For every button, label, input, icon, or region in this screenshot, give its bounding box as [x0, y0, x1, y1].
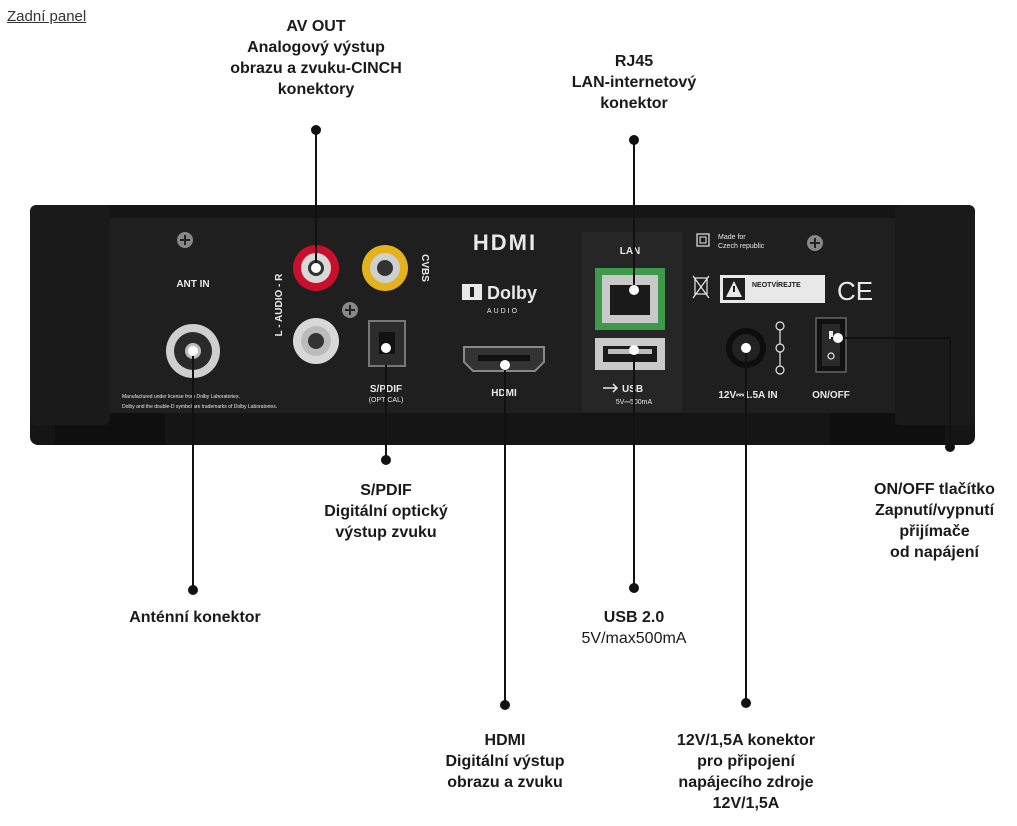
- leader-dot: [629, 135, 639, 145]
- callout-rj45: RJ45 LAN-internetový konektor: [534, 51, 734, 114]
- callout-antenna: Anténní konektor: [100, 607, 290, 628]
- lan-port: [595, 268, 665, 330]
- callout-spdif-line-1: S/PDIF: [360, 482, 412, 499]
- leader-dot: [629, 583, 639, 593]
- leader-line-onoff: [831, 337, 951, 447]
- section-title-link[interactable]: Zadní panel: [7, 8, 87, 25]
- callout-onoff-line-1: ON/OFF tlačítko: [874, 481, 995, 498]
- callout-onoff: ON/OFF tlačítko Zapnutí/vypnutí přijímač…: [852, 479, 1017, 563]
- callout-antenna-line-1: Anténní konektor: [129, 609, 261, 626]
- callout-power-line-1: 12V/1,5A konektor: [676, 732, 816, 749]
- callout-rj45-line-1: RJ45: [614, 53, 654, 70]
- leader-dot: [381, 343, 391, 353]
- usb-port: [595, 338, 665, 370]
- screw-icon: [807, 235, 823, 251]
- callout-spdif-line-3: výstup zvuku: [335, 524, 437, 541]
- hdmi-logo: HDMI: [473, 230, 537, 255]
- leader-dot: [381, 455, 391, 465]
- leader-dot: [311, 125, 321, 135]
- made-for-icon: [696, 233, 710, 247]
- callout-av-out-line-3: obrazu a zvuku-CINCH: [230, 60, 402, 77]
- lan-label: LAN: [620, 246, 641, 257]
- dolby-logo: [462, 284, 482, 300]
- power-in-label: 12V⎓1.5A IN: [718, 390, 777, 401]
- callout-av-out-line-1: AV OUT: [286, 18, 346, 35]
- dolby-sub-label: AUDIO: [487, 308, 519, 315]
- callout-onoff-line-3: přijímače: [899, 523, 970, 540]
- callout-power-line-3: napájecího zdroje: [678, 774, 814, 791]
- leader-dot: [188, 346, 198, 356]
- usb-icon: [603, 383, 619, 393]
- weee-bin-icon: [692, 275, 710, 299]
- leader-dot: [500, 360, 510, 370]
- callout-rj45-line-2: LAN-internetový: [571, 74, 697, 91]
- callout-hdmi: HDMI Digitální výstup obrazu a zvuku: [420, 730, 590, 793]
- ce-mark: CE: [837, 276, 873, 306]
- callout-usb-line-1: USB 2.0: [603, 609, 665, 626]
- leader-dot: [629, 285, 639, 295]
- power-switch: [815, 317, 847, 373]
- callout-usb-line-2: 5V/max500mA: [581, 630, 687, 647]
- callout-spdif-line-2: Digitální optický: [324, 503, 448, 520]
- callout-spdif: S/PDIF Digitální optický výstup zvuku: [296, 480, 476, 543]
- callout-power-line-2: pro připojení: [697, 753, 795, 770]
- leader-dot: [833, 333, 843, 343]
- leader-dot: [741, 698, 751, 708]
- callout-hdmi-line-1: HDMI: [484, 732, 526, 749]
- leader-dot: [945, 442, 955, 452]
- ant-in-label: ANT IN: [176, 279, 209, 290]
- leader-dot: [188, 585, 198, 595]
- leader-dot: [629, 345, 639, 355]
- callout-power-line-4: 12V/1,5A: [712, 795, 780, 812]
- leader-dot: [741, 343, 751, 353]
- polarity-icon: [775, 321, 785, 375]
- made-for-label-1: Made for: [718, 234, 746, 241]
- callout-power: 12V/1,5A konektor pro připojení napájecí…: [646, 730, 846, 814]
- fine-print-2: Dolby and the double-D symbol are tradem…: [122, 404, 277, 410]
- callout-av-out-line-4: konektory: [277, 81, 355, 98]
- callout-av-out: AV OUT Analogový výstup obrazu a zvuku-C…: [196, 16, 436, 100]
- callout-rj45-line-3: konektor: [600, 95, 668, 112]
- warning-icon: [720, 275, 825, 303]
- warning-label: NEOTVÍREJTE: [752, 280, 801, 289]
- callout-onoff-line-4: od napájení: [890, 544, 979, 561]
- usb-label: USB: [622, 384, 643, 395]
- callout-av-out-line-2: Analogový výstup: [247, 39, 385, 56]
- audio-label: L - AUDIO - R: [274, 273, 285, 337]
- fine-print-1: Manufactured under license from Dolby La…: [122, 394, 240, 400]
- callout-onoff-line-2: Zapnutí/vypnutí: [874, 502, 995, 519]
- dolby-label: Dolby: [487, 283, 537, 303]
- device-body: [30, 205, 975, 445]
- screw-icon: [342, 302, 358, 318]
- callout-hdmi-line-2: Digitální výstup: [445, 753, 565, 770]
- cvbs-label: CVBS: [419, 254, 430, 282]
- hdmi-port: [463, 346, 545, 372]
- leader-dot: [500, 700, 510, 710]
- callout-hdmi-line-3: obrazu a zvuku: [447, 774, 563, 791]
- rca-yellow-connector: [362, 245, 408, 291]
- leader-dot: [311, 263, 321, 273]
- onoff-label: ON/OFF: [812, 390, 850, 401]
- callout-usb: USB 2.0 5V/max500mA: [554, 607, 714, 649]
- rca-white-connector: [293, 318, 339, 364]
- made-for-label-2: Czech republic: [718, 243, 765, 250]
- screw-icon: [177, 232, 193, 248]
